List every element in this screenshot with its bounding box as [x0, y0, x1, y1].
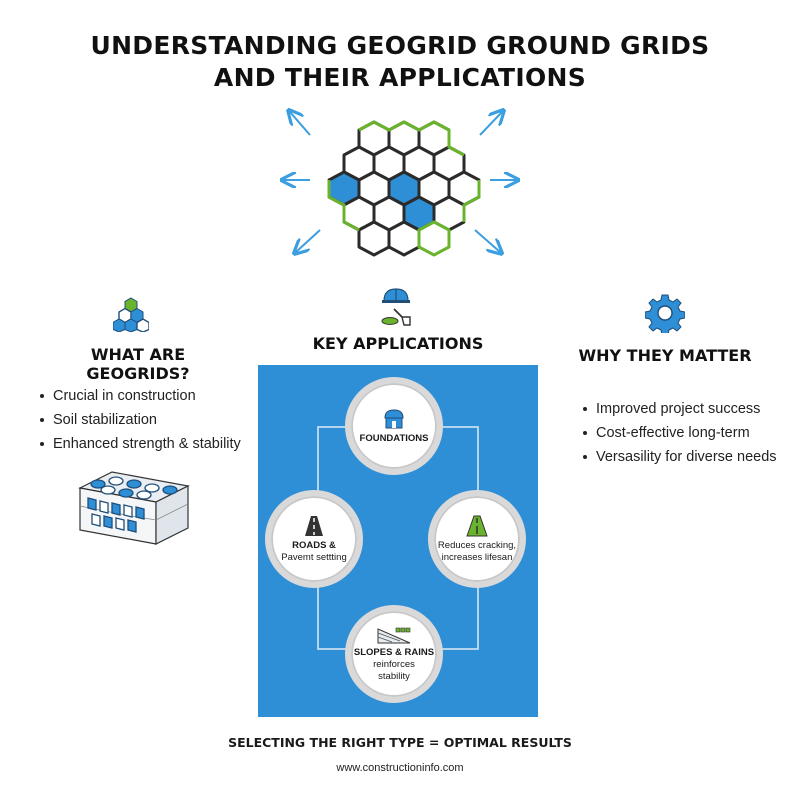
geogrid-hexagon-illustration	[270, 100, 530, 270]
node-foundations: FOUNDATIONS	[345, 377, 443, 475]
node-reduces-line1: Reduces cracking,	[437, 540, 517, 551]
building-icon	[384, 408, 404, 428]
footer-tagline: SELECTING THE RIGHT TYPE = OPTIMAL RESUL…	[228, 735, 572, 750]
node-roads-line1: ROADS &	[292, 540, 336, 551]
footer-url: www.constructioninfo.com	[336, 762, 464, 774]
hexagon-stack-icon	[113, 297, 149, 332]
geogrid-soil-block-illustration	[78, 471, 190, 545]
gear-icon	[645, 294, 685, 333]
right-bullet-list: Improved project success Cost-effective …	[583, 397, 777, 469]
list-item: Enhanced strength & stability	[40, 432, 241, 456]
road-icon	[305, 516, 323, 536]
page-title-line2: AND THEIR APPLICATIONS	[213, 63, 587, 92]
right-section-heading: WHY THEY MATTER	[578, 346, 752, 365]
node-reduces-cracking: Reduces cracking, increases lifesan	[428, 490, 526, 588]
node-slopes: SLOPES & RAINS reinforces stability	[345, 605, 443, 703]
list-item: Versasility for diverse needs	[583, 445, 777, 469]
hexagon-grid	[327, 120, 481, 257]
left-bullet-list: Crucial in construction Soil stabilizati…	[40, 384, 241, 456]
hardhat-shovel-icon	[381, 288, 411, 326]
slope-wall-icon	[377, 627, 411, 644]
center-section-heading: KEY APPLICATIONS	[312, 334, 484, 353]
node-roads: ROADS & Pavemt settting	[265, 490, 363, 588]
outward-arrows-icon	[284, 112, 516, 252]
page-title-line1: UNDERSTANDING GEOGRID GROUND GRIDS	[90, 31, 710, 60]
list-item: Cost-effective long-term	[583, 421, 777, 445]
node-slopes-line3: stability	[378, 671, 410, 682]
node-slopes-line2: reinforces	[373, 659, 415, 670]
node-foundations-label: FOUNDATIONS	[359, 432, 429, 444]
list-item: Crucial in construction	[40, 384, 241, 408]
key-applications-panel: FOUNDATIONS ROADS & Pavemt settting Redu…	[258, 365, 538, 717]
node-roads-line2: Pavemt settting	[281, 552, 347, 563]
green-road-icon	[466, 515, 488, 537]
list-item: Soil stabilization	[40, 408, 241, 432]
node-reduces-line2: increases lifesan	[441, 552, 513, 563]
left-section-heading: WHAT ARE GEOGRIDS?	[86, 345, 190, 383]
node-slopes-line1: SLOPES & RAINS	[353, 647, 435, 658]
list-item: Improved project success	[583, 397, 777, 421]
